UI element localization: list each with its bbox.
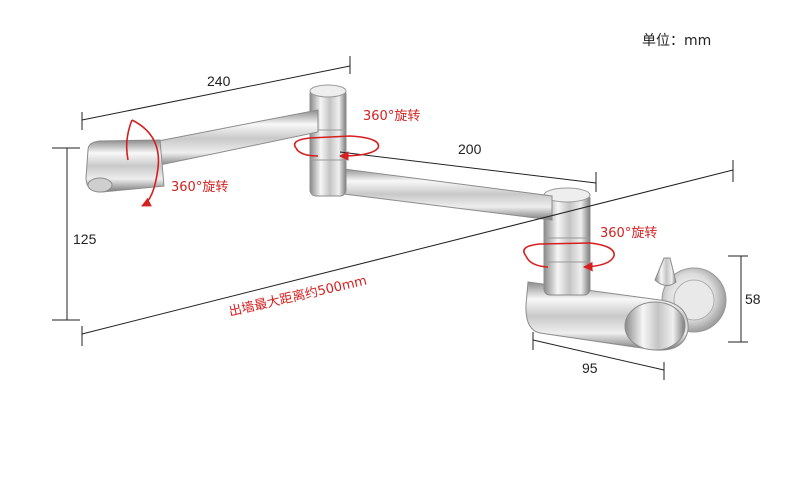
dim-200-label: 200 bbox=[458, 141, 482, 157]
dim-95-label: 95 bbox=[582, 360, 598, 376]
rotation-label-base: 360°旋转 bbox=[600, 226, 657, 241]
middle-swivel-joint bbox=[309, 87, 347, 197]
middle-arm bbox=[335, 167, 553, 221]
base-rotation-arrow bbox=[523, 242, 615, 272]
dim-240-label: 240 bbox=[207, 73, 231, 89]
dimension-lines bbox=[52, 56, 748, 380]
unit-label: 单位：mm bbox=[642, 33, 712, 49]
handle-lever bbox=[654, 257, 677, 286]
rotation-arrows bbox=[125, 119, 615, 272]
dim-58-label: 58 bbox=[745, 291, 761, 307]
rotation-label-middle: 360°旋转 bbox=[363, 109, 420, 124]
faucet-body bbox=[85, 84, 727, 351]
middle-rotation-arrow bbox=[293, 135, 380, 161]
rotation-label-spout: 360°旋转 bbox=[171, 180, 228, 195]
spout-rotation-arrow bbox=[131, 119, 160, 207]
spout-arm bbox=[147, 109, 319, 168]
dim-125-label: 125 bbox=[73, 231, 97, 247]
